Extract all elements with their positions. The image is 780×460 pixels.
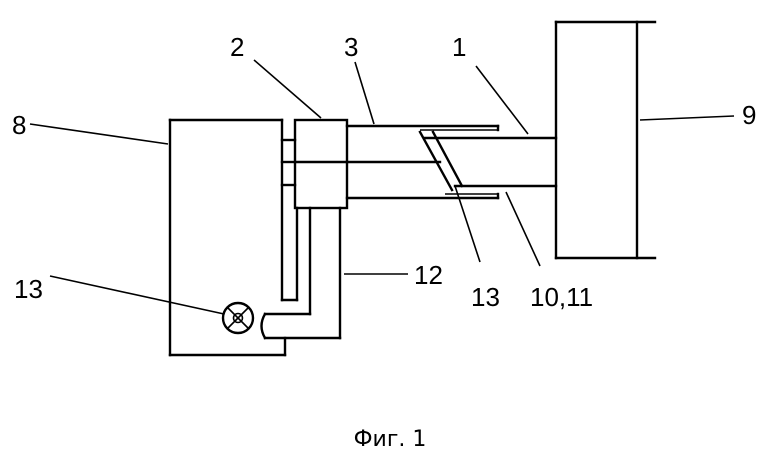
leader-3	[355, 62, 374, 124]
leader-9	[640, 116, 734, 120]
leader-8	[30, 124, 168, 144]
part-9-wall	[556, 22, 655, 258]
label-13-mid: 13	[471, 282, 500, 312]
label-12: 12	[414, 260, 443, 290]
leader-1	[476, 66, 528, 134]
figure-caption: Фиг. 1	[354, 427, 427, 452]
label-13-left: 13	[14, 274, 43, 304]
leader-lines	[30, 60, 734, 314]
leader-10-11	[506, 192, 540, 266]
label-10-11: 10,11	[530, 282, 593, 312]
label-9: 9	[742, 100, 756, 130]
label-2: 2	[230, 32, 244, 62]
part-8-housing	[170, 120, 285, 355]
label-8: 8	[12, 110, 26, 140]
part-2-coupling	[282, 120, 347, 208]
label-3: 3	[344, 32, 358, 62]
leader-2	[254, 60, 321, 118]
label-1: 1	[452, 32, 466, 62]
leader-13-left	[50, 276, 224, 314]
part-13-valve	[223, 303, 253, 333]
part-12-duct	[262, 208, 341, 338]
